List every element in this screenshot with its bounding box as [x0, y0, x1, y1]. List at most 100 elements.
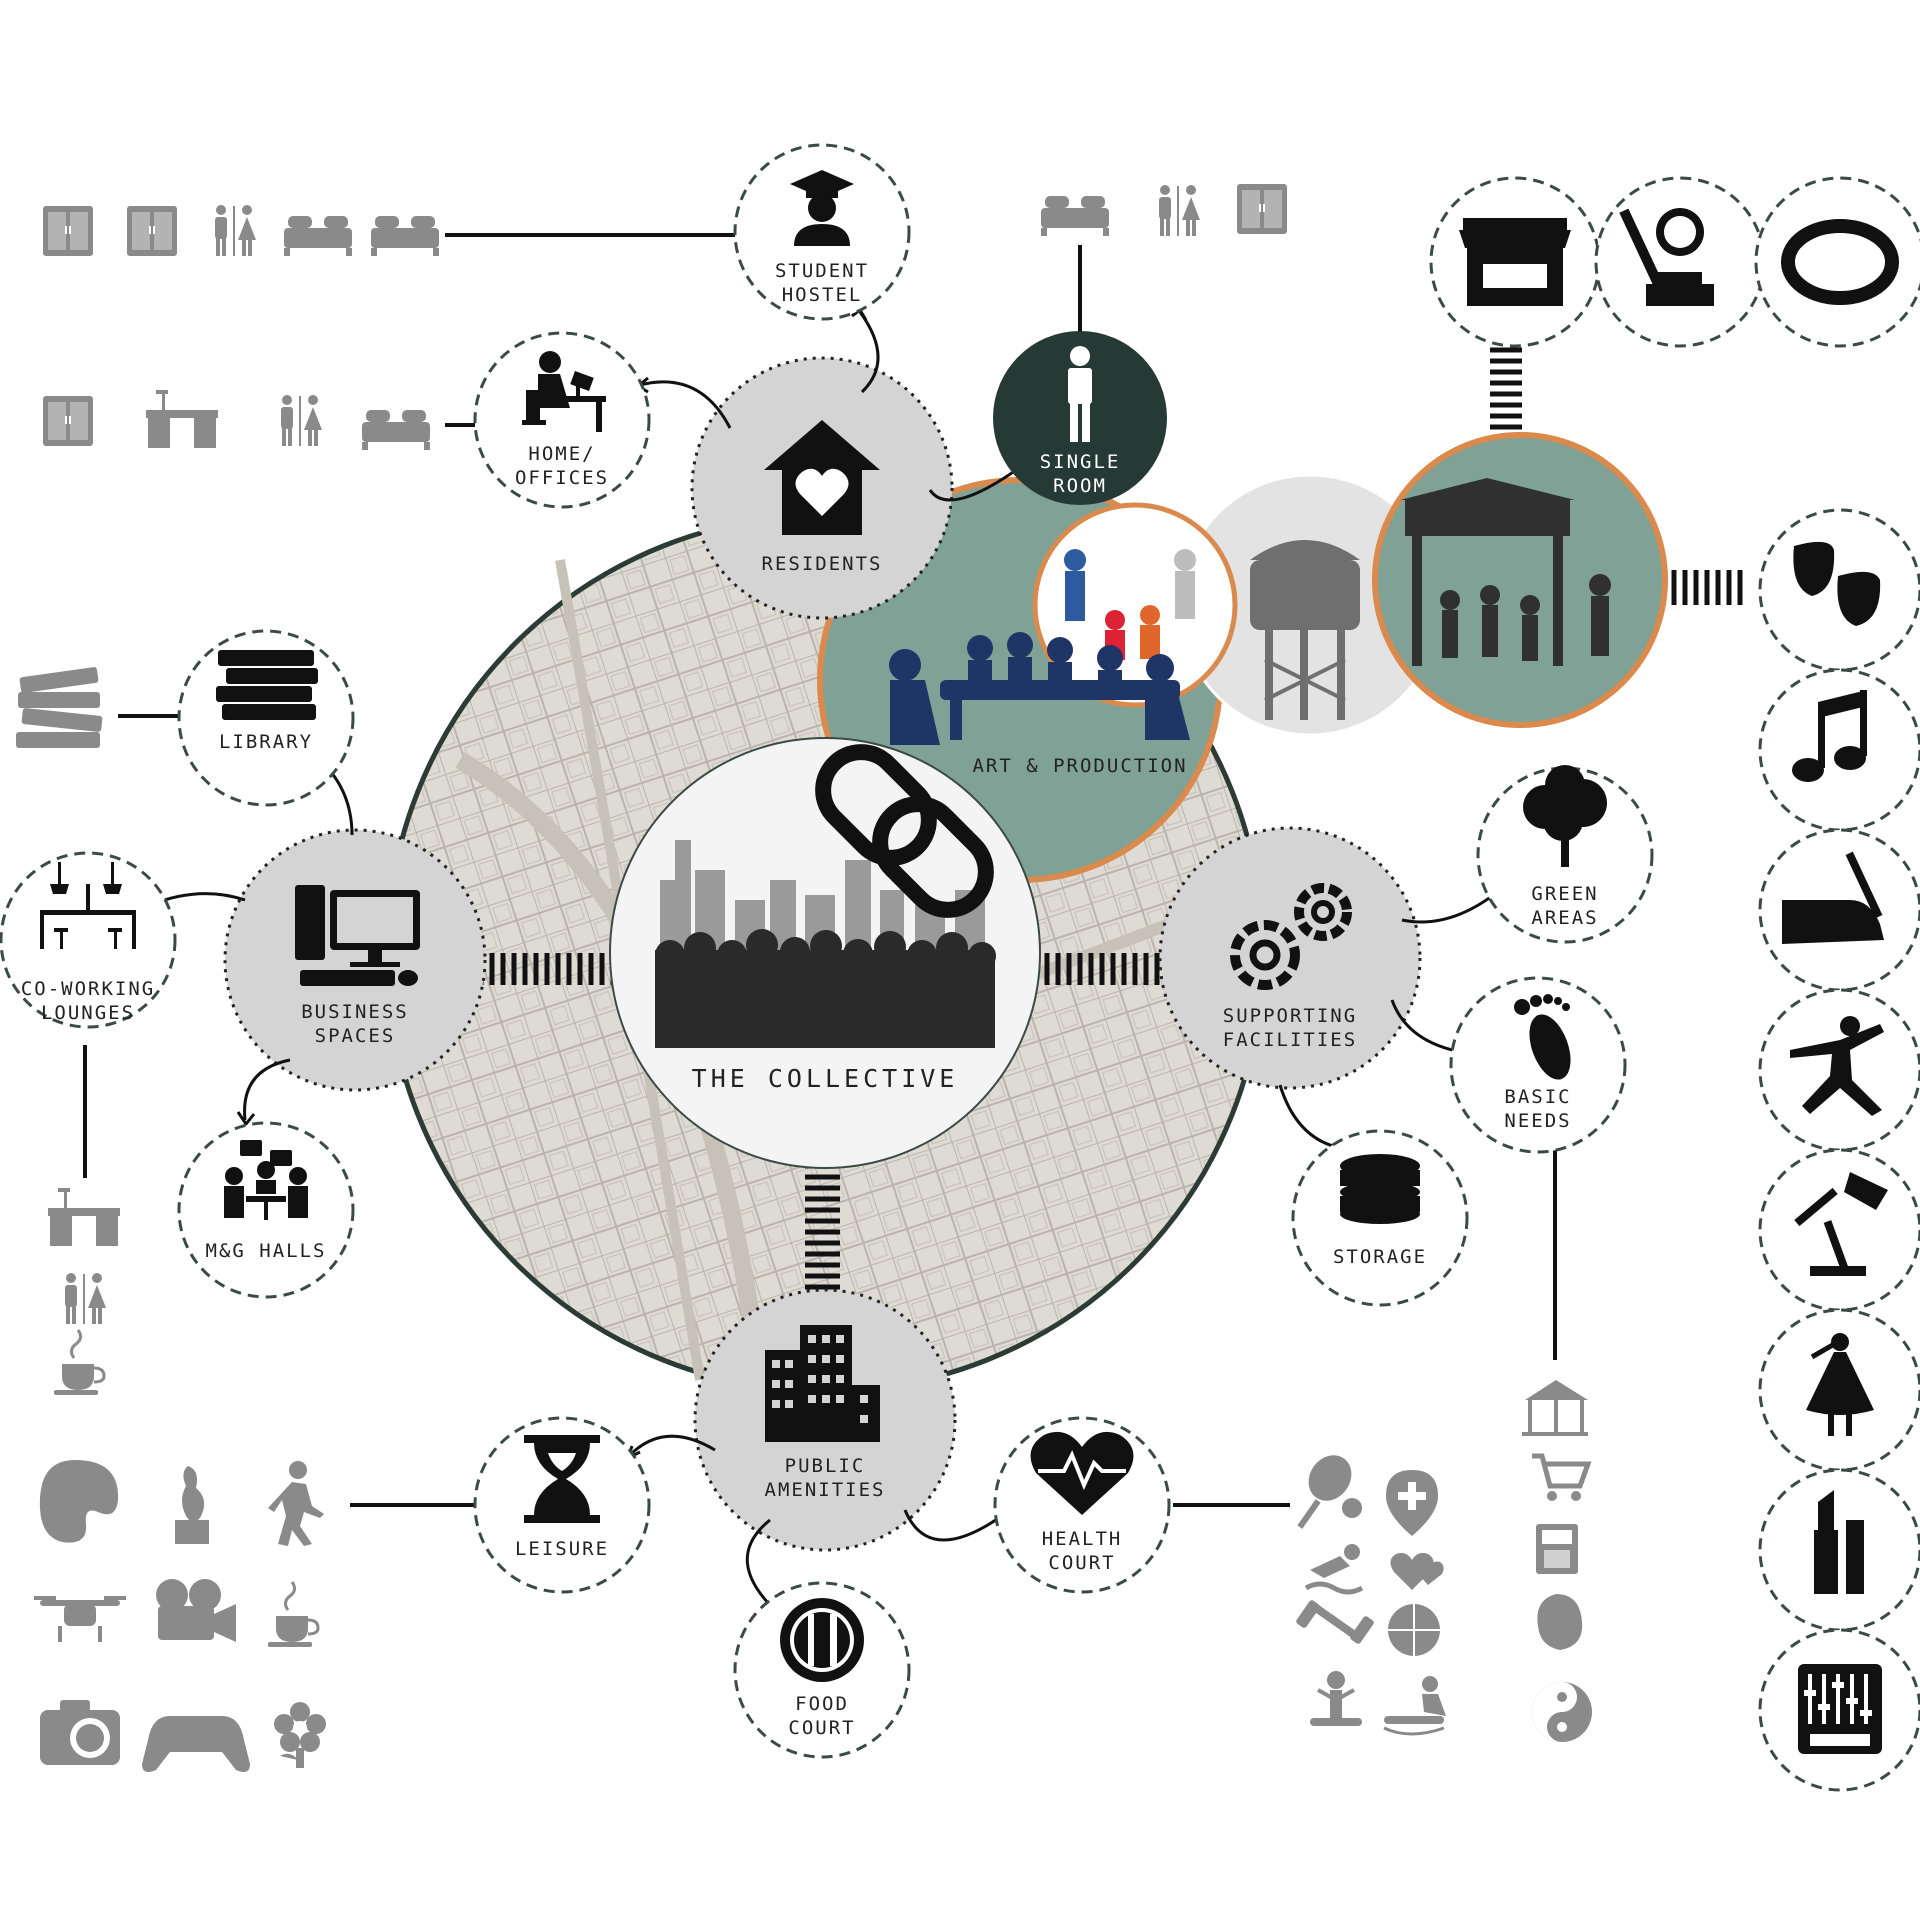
yin-yang-icon	[1532, 1682, 1592, 1742]
bed-icon	[1041, 196, 1109, 236]
makeup-node[interactable]	[1760, 1470, 1920, 1630]
desk-icon	[48, 1188, 120, 1246]
leisure-amenities-grid	[34, 1460, 326, 1772]
gamepad-icon	[142, 1716, 250, 1772]
business-spaces-hub[interactable]: BUSINESS SPACES	[225, 830, 485, 1090]
mg-halls-label: M&G HALLS	[206, 1240, 327, 1262]
bracelet-node[interactable]	[1756, 178, 1920, 346]
basketball-icon	[1388, 1604, 1440, 1656]
spring-connector-right	[1025, 953, 1157, 985]
business-label-1: BUSINESS	[301, 1001, 409, 1023]
supporting-facilities-hub[interactable]: SUPPORTING FACILITIES	[1160, 828, 1420, 1088]
food-court-label-1: FOOD	[795, 1693, 849, 1715]
bed-icon	[284, 216, 352, 256]
supporting-label-2: FACILITIES	[1223, 1029, 1357, 1051]
library-books-icon	[16, 667, 103, 748]
residents-hub[interactable]: RESIDENTS	[692, 358, 952, 618]
craftsman-node[interactable]	[1596, 178, 1764, 346]
home-offices-label-1: HOME/	[528, 443, 595, 465]
residents-label: RESIDENTS	[762, 553, 883, 575]
market-stall-node[interactable]	[1431, 178, 1599, 346]
coffee-icon	[54, 1330, 104, 1395]
camera-icon	[40, 1700, 120, 1765]
green-areas-label-2: AREAS	[1531, 907, 1598, 929]
spring-connector-bottom	[805, 1155, 840, 1287]
office-amenities-row	[43, 390, 430, 450]
racquet-icon	[1297, 1447, 1362, 1529]
coworking-amenities-column	[48, 1188, 120, 1395]
folk-node[interactable]	[1760, 1310, 1920, 1470]
market-icons-row	[1431, 178, 1920, 346]
restroom-icon	[215, 205, 256, 256]
music-node[interactable]	[1760, 670, 1920, 830]
leisure-label: LEISURE	[515, 1538, 609, 1560]
desk-icon	[146, 390, 218, 448]
drone-icon	[34, 1596, 126, 1642]
single-room-label-2: ROOM	[1053, 475, 1107, 497]
medical-pin-icon	[1386, 1470, 1438, 1536]
mg-halls-node[interactable]: M&G HALLS	[179, 1123, 353, 1297]
health-amenities-grid	[1295, 1447, 1446, 1734]
crowd-silhouette-icon	[655, 929, 996, 1048]
flower-icon	[274, 1702, 326, 1768]
health-court-node[interactable]: HEALTH COURT	[995, 1418, 1169, 1592]
sculpture-icon	[175, 1466, 209, 1544]
basic-needs-label-2: NEEDS	[1504, 1110, 1571, 1132]
bed-icon	[362, 410, 430, 450]
student-hostel-label-1: STUDENT	[775, 260, 869, 282]
dumbbell-icon	[1295, 1599, 1375, 1645]
leisure-node[interactable]: LEISURE	[475, 1418, 649, 1592]
health-court-label-2: COURT	[1048, 1552, 1115, 1574]
spring-connector-market	[1490, 350, 1522, 438]
home-offices-node[interactable]: HOME/ OFFICES	[475, 333, 649, 507]
single-room-label-1: SINGLE	[1040, 451, 1121, 473]
green-areas-node[interactable]: GREEN AREAS	[1478, 765, 1652, 942]
projector-icon	[156, 1579, 236, 1642]
water-tower-icon	[1250, 540, 1360, 720]
restroom-icon	[281, 395, 322, 446]
student-hostel-label-2: HOSTEL	[782, 284, 863, 306]
single-room-node[interactable]: SINGLE ROOM	[993, 331, 1167, 505]
hearts-icon	[1390, 1553, 1443, 1590]
gazebo-icon	[1522, 1380, 1588, 1436]
food-court-node[interactable]: FOOD COURT	[735, 1583, 909, 1757]
green-areas-label-1: GREEN	[1531, 883, 1598, 905]
coworking-label-1: CO-WORKING	[21, 978, 155, 1000]
wardrobe-icon	[43, 206, 93, 256]
food-court-label-2: COURT	[788, 1717, 855, 1739]
basic-needs-node[interactable]: BASIC NEEDS	[1451, 978, 1625, 1152]
mixer-node[interactable]	[1760, 1630, 1920, 1790]
public-amenities-hub[interactable]: PUBLIC AMENITIES	[695, 1290, 955, 1550]
coffee-icon	[268, 1582, 318, 1647]
the-collective-label: THE COLLECTIVE	[692, 1064, 959, 1093]
arts-icons-column	[1760, 510, 1920, 1790]
coworking-label-2: LOUNGES	[41, 1002, 135, 1024]
writing-node[interactable]	[1760, 830, 1920, 990]
theatre-node[interactable]	[1760, 510, 1920, 670]
health-court-label-1: HEALTH	[1042, 1528, 1123, 1550]
hostel-amenities-row	[43, 205, 439, 256]
walking-icon	[268, 1461, 324, 1546]
swimmer-icon	[1306, 1544, 1362, 1592]
dance-node[interactable]	[1760, 990, 1920, 1150]
coworking-node[interactable]: CO-WORKING LOUNGES	[1, 853, 175, 1027]
wardrobe-icon	[1237, 184, 1287, 234]
library-label: LIBRARY	[219, 731, 313, 753]
storage-node[interactable]: STORAGE	[1293, 1131, 1467, 1305]
storage-label: STORAGE	[1333, 1246, 1427, 1268]
wardrobe-icon	[43, 396, 93, 446]
palette-icon	[40, 1460, 118, 1543]
salon-icon	[1537, 1594, 1582, 1650]
single-room-amenities-row	[1041, 184, 1287, 236]
business-label-2: SPACES	[315, 1025, 396, 1047]
library-node[interactable]: LIBRARY	[179, 631, 353, 805]
yoga-icon	[1310, 1671, 1362, 1726]
bed-icon	[371, 216, 439, 256]
lamp-node[interactable]	[1760, 1150, 1920, 1310]
mixer-icon	[1798, 1664, 1882, 1754]
basic-needs-label-1: BASIC	[1504, 1086, 1571, 1108]
public-label-1: PUBLIC	[785, 1455, 866, 1477]
student-hostel-node[interactable]: STUDENT HOSTEL	[735, 145, 909, 319]
massage-icon	[1384, 1676, 1446, 1734]
restroom-icon	[1159, 185, 1200, 236]
